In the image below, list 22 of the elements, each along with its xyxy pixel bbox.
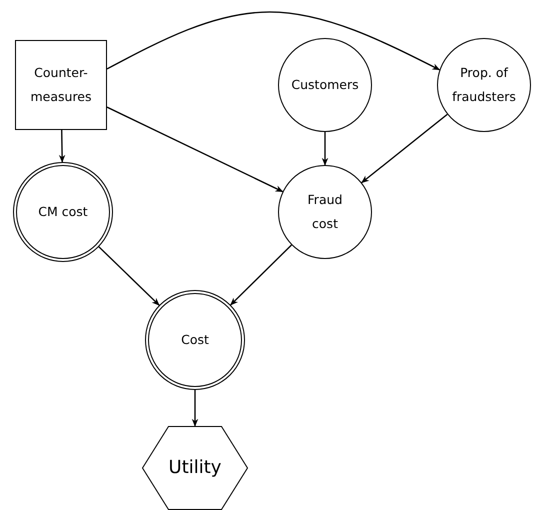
arrow	[361, 114, 448, 184]
node-label: Prop. of fraudsters	[451, 64, 517, 106]
arrow	[322, 132, 328, 166]
chance-node	[437, 38, 531, 132]
arrow	[230, 244, 292, 306]
deterministic-node	[13, 162, 113, 262]
node-label: Utility	[168, 456, 222, 480]
chance-node	[278, 38, 372, 132]
node-label: CM cost	[38, 203, 88, 221]
arrow	[192, 390, 198, 427]
deterministic-node	[145, 290, 245, 390]
arrow	[58, 130, 66, 163]
arrow	[98, 246, 160, 306]
chance-node	[278, 165, 372, 259]
node-label: Cost	[181, 331, 209, 349]
node-label: Fraud cost	[306, 191, 344, 233]
utility-hexagon	[142, 426, 248, 510]
node-label: Customers	[291, 76, 359, 94]
arrow	[106, 106, 284, 192]
arrow	[106, 11, 440, 70]
node-label: Counter-measures	[29, 64, 93, 106]
decision-box	[15, 40, 107, 130]
